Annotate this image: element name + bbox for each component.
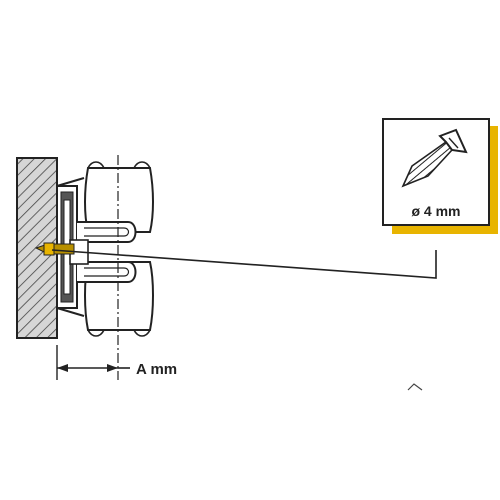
dimension-label: A mm xyxy=(136,361,177,378)
screw-callout xyxy=(382,118,498,234)
leader-line xyxy=(51,249,437,279)
pipe-upper xyxy=(84,161,154,233)
screw-icon xyxy=(401,128,468,188)
dimension-a xyxy=(56,345,130,380)
stray-mark xyxy=(407,383,423,391)
screw-size-label: ø 4 mm xyxy=(411,203,460,219)
